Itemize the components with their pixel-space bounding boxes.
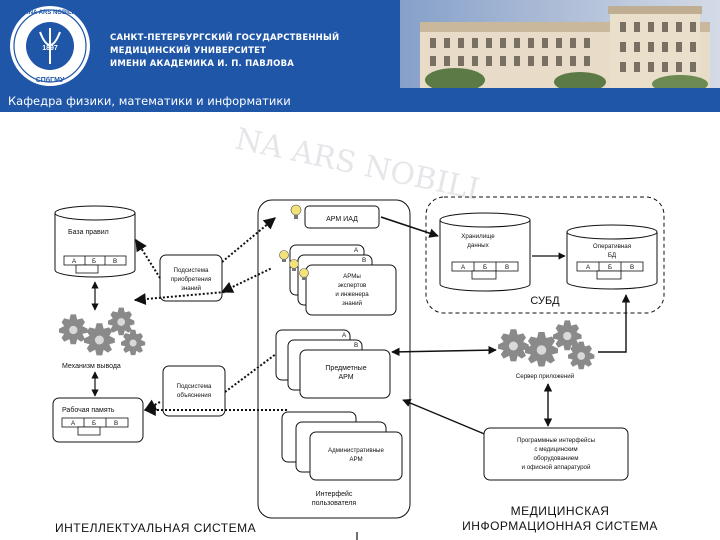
program-interfaces-label-3: оборудованием: [534, 455, 579, 462]
wm-cell-v: В: [114, 420, 118, 427]
building-photo: [400, 0, 720, 93]
explanation-subsystem-box: Подсистема объяснения: [162, 365, 226, 417]
operational-cell-a: А: [586, 264, 591, 271]
wm-cell-a: А: [71, 420, 76, 427]
explanation-label-2: объяснения: [177, 392, 211, 399]
rules-cell-a: А: [72, 258, 77, 265]
med-system-title-2: ИНФОРМАЦИОННАЯ СИСТЕМА: [462, 519, 658, 533]
warehouse-cell-a: А: [461, 264, 466, 271]
rules-cell-v: В: [113, 258, 117, 265]
app-server-label: Сервер приложений: [516, 373, 575, 380]
wm-cell-b: Б: [92, 420, 96, 427]
rules-db-cylinder: База правил А Б В: [54, 205, 136, 278]
operational-db-cylinder: Оперативная БД А Б В: [566, 224, 658, 290]
operational-db-label-2: БД: [608, 252, 617, 259]
arm-subject-tab-b: В: [354, 342, 358, 349]
arm-experts-tab-b: В: [362, 257, 366, 264]
arm-experts-label-2: экспертов: [338, 282, 367, 289]
acquisition-subsystem-box: Подсистема приобретения знаний: [159, 254, 223, 302]
arm-subject-tab-a: А: [342, 332, 347, 339]
warehouse-label-2: данных: [467, 242, 489, 249]
inference-gears-icon: [59, 307, 146, 356]
arm-iad-label: АРМ ИАД: [326, 216, 358, 223]
lightbulb-icon: [279, 250, 309, 280]
inference-label: Механизм вывода: [62, 363, 121, 370]
department-title: Кафедра физики, математики и информатики: [8, 94, 291, 108]
app-server-gears-icon: [498, 320, 595, 370]
arm-experts-stack: А В АРМы экспертов и инженера знаний: [279, 244, 397, 316]
svg-text:MEDICINA ARS NOBILISSIMA: MEDICINA ARS NOBILISSIMA: [8, 10, 93, 16]
program-interfaces-box: Программные интерфейсы с медицинским обо…: [483, 427, 629, 481]
arm-experts-label-4: знаний: [342, 300, 363, 307]
med-system-title-1: МЕДИЦИНСКАЯ: [511, 504, 610, 518]
rules-db-title: База правил: [68, 229, 109, 236]
data-warehouse-cylinder: Хранилище данных А Б В: [439, 212, 531, 292]
warehouse-cell-v: В: [505, 264, 509, 271]
program-interfaces-label-4: и офисной аппаратурой: [522, 464, 591, 471]
header-background: MEDICINA ARS NOBILISSIMA 1897 СПбГМУ: [0, 0, 720, 112]
university-logo: MEDICINA ARS NOBILISSIMA 1897 СПбГМУ: [8, 6, 93, 86]
user-interface-label-2: пользователя: [312, 500, 357, 507]
arm-admin-label-2: АРМ: [349, 456, 362, 463]
svg-text:1897: 1897: [42, 45, 58, 52]
arm-subject-label-1: Предметные: [325, 365, 366, 372]
program-interfaces-label-2: с медицинским: [534, 446, 577, 453]
arm-iad-box: АРМ ИАД: [290, 204, 380, 229]
arm-subject-label-2: АРМ: [338, 374, 353, 381]
watermark-text: NA ARS NOBILI: [232, 122, 482, 208]
architecture-diagram: NA ARS NOBILI База правил А Б В Механизм…: [52, 122, 665, 540]
working-memory-title: Рабочая память: [62, 406, 115, 414]
operational-db-label-1: Оперативная: [593, 243, 631, 250]
svg-text:СПбГМУ: СПбГМУ: [36, 76, 65, 84]
working-memory-box: Рабочая память А Б В: [52, 397, 144, 443]
warehouse-cell-b: Б: [483, 264, 487, 271]
program-interfaces-label-1: Программные интерфейсы: [517, 437, 596, 444]
arm-experts-tab-a: А: [354, 247, 359, 254]
operational-cell-b: Б: [608, 264, 612, 271]
arm-experts-label-3: и инженера: [335, 291, 369, 298]
acquisition-label-3: знаний: [181, 285, 202, 292]
mis-dashed-container: СУБД: [425, 196, 665, 314]
header-banner: MEDICINA ARS NOBILISSIMA 1897 СПбГМУ САН…: [0, 0, 720, 112]
lightbulb-icon: [290, 204, 302, 219]
warehouse-label-1: Хранилище: [461, 233, 495, 240]
intel-system-title: ИНТЕЛЛЕКТУАЛЬНАЯ СИСТЕМА: [55, 521, 256, 535]
dbms-label: СУБД: [530, 295, 560, 307]
explanation-label-1: Подсистема: [177, 383, 212, 390]
arm-admin-stack: Административные АРМ: [281, 411, 403, 481]
arm-experts-label-1: АРМы: [343, 273, 361, 280]
acquisition-label-1: Подсистема: [174, 267, 209, 274]
university-name-line-2: МЕДИЦИНСКИЙ УНИВЕРСИТЕТ: [110, 46, 267, 56]
university-name-line-3: ИМЕНИ АКАДЕМИКА И. П. ПАВЛОВА: [110, 59, 295, 69]
arm-admin-label-1: Административные: [328, 447, 384, 454]
operational-cell-v: В: [630, 264, 634, 271]
acquisition-label-2: приобретения: [171, 276, 211, 283]
arm-subject-stack: А В Предметные АРМ: [275, 329, 391, 399]
user-interface-container: Интерфейс пользователя: [257, 199, 411, 519]
user-interface-label-1: Интерфейс: [316, 490, 353, 498]
university-name-line-1: САНКТ-ПЕТЕРБУРГСКИЙ ГОСУДАРСТВЕННЫЙ: [110, 33, 340, 43]
rules-cell-b: Б: [92, 258, 96, 265]
